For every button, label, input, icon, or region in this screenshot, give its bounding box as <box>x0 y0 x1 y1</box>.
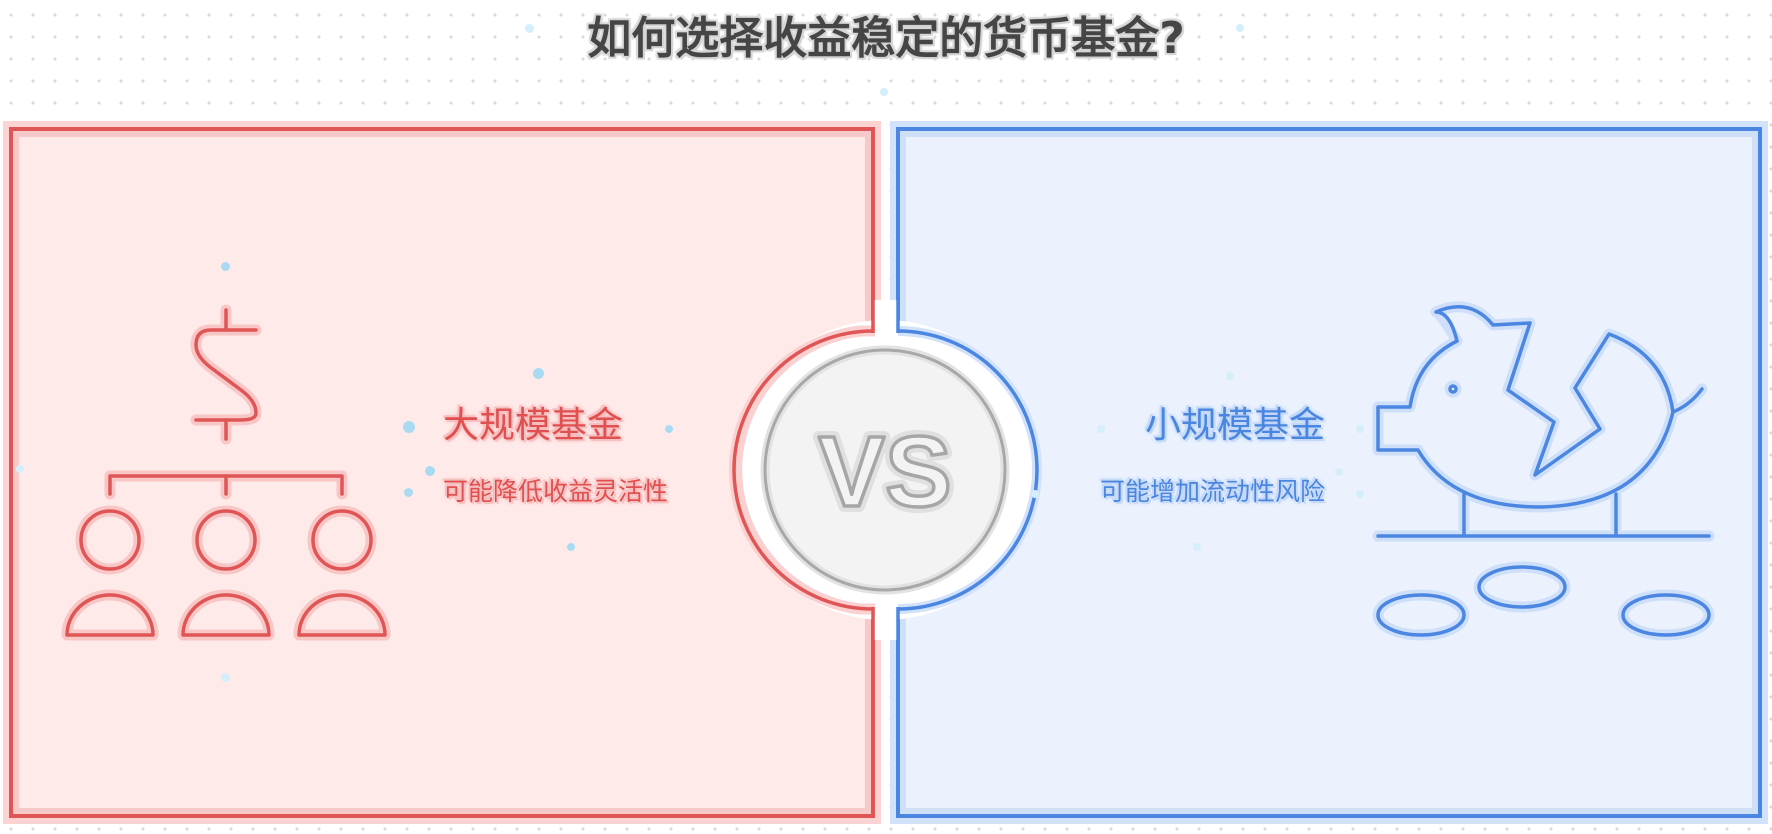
decor-dot <box>567 543 575 551</box>
decor-dot <box>1356 490 1364 498</box>
left-option-subtitle: 可能降低收益灵活性 <box>443 477 669 506</box>
decor-dot <box>1031 490 1039 498</box>
right-option-title: 小规模基金 <box>1144 405 1325 446</box>
decor-dot <box>425 466 435 476</box>
svg-text:VS: VS <box>818 416 951 528</box>
page-title: 如何选择收益稳定的货币基金? <box>587 13 1185 64</box>
decor-dot <box>1097 425 1105 433</box>
decor-dot <box>1226 372 1234 380</box>
decor-dot <box>404 488 413 497</box>
decor-dot <box>1236 24 1244 32</box>
decor-dot <box>221 262 230 271</box>
decor-dot <box>403 421 415 433</box>
decor-dot <box>1193 543 1201 551</box>
decor-dot <box>533 368 544 379</box>
decor-dot <box>665 425 673 433</box>
decor-dot <box>1356 425 1364 433</box>
decor-dot <box>16 465 24 473</box>
decor-dot <box>221 673 230 682</box>
decor-dot <box>880 88 888 96</box>
vs-label: VS <box>818 416 951 528</box>
left-option-title: 大规模基金 <box>443 405 624 446</box>
right-option-subtitle: 可能增加流动性风险 <box>1099 477 1325 506</box>
decor-dot <box>525 24 534 33</box>
decor-dot <box>1335 468 1343 476</box>
